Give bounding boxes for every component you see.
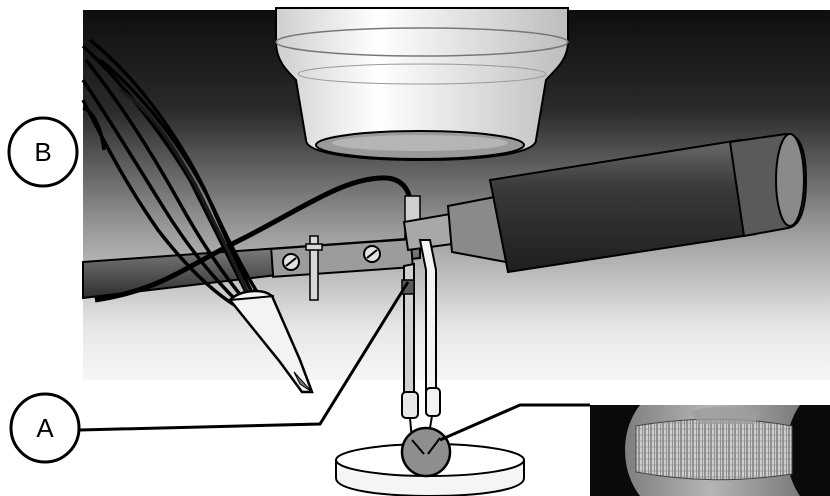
callout-a: A (11, 394, 79, 462)
callout-a-label: A (36, 413, 54, 443)
microscope-objective-icon (276, 8, 568, 160)
callout-b-label: B (34, 137, 51, 167)
callout-b: B (9, 118, 77, 186)
cell-micrograph-inset (590, 405, 830, 496)
